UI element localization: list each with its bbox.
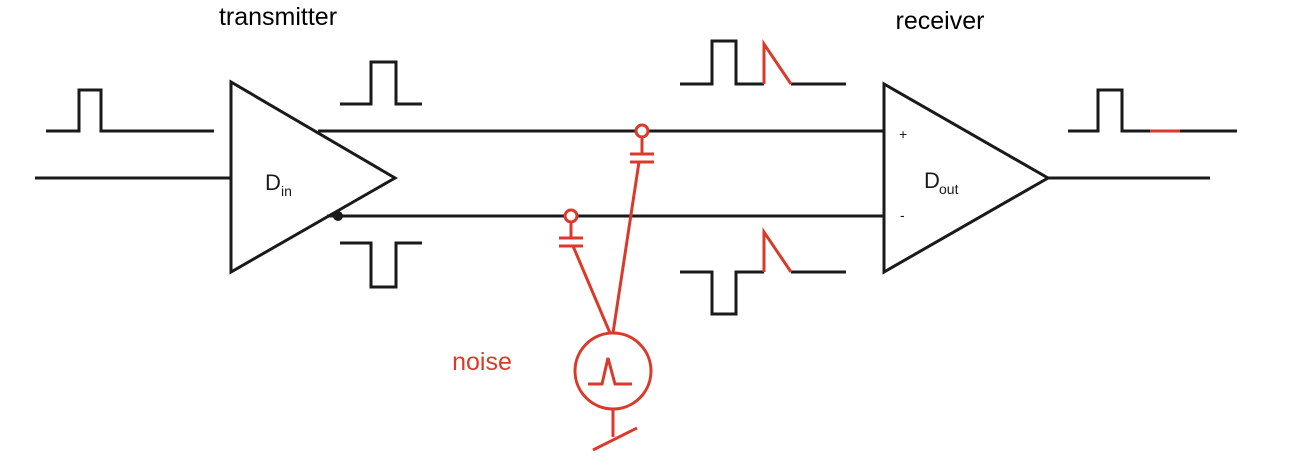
lower-coupling-wire [571, 245, 612, 334]
output-pulse-waveform [1068, 88, 1150, 133]
lower-coupling-node [563, 208, 579, 224]
upper-coupling-wire [611, 161, 641, 334]
tx-negative-pulse-waveform [340, 241, 422, 289]
tx-positive-pulse-waveform [340, 60, 422, 106]
rx-positive-pulse-waveform [680, 39, 764, 86]
receiver-label: receiver [896, 7, 985, 35]
receiver-plus-sign: + [899, 126, 907, 142]
receiver-minus-sign: - [900, 207, 905, 223]
rx-negative-noise-spike [762, 227, 793, 273]
transmitter-label: transmitter [219, 3, 337, 31]
ground-symbol [592, 426, 638, 452]
noise-source-pulse-icon [588, 357, 632, 386]
rx-negative-pulse-waveform [680, 270, 764, 316]
d-in-subscript: in [281, 183, 292, 199]
upper-coupling-node [634, 123, 650, 139]
receiver-triangle [882, 81, 1052, 275]
d-out-label: D [924, 168, 940, 193]
junction-dot [333, 211, 343, 221]
rx-positive-noise-spike [762, 39, 793, 85]
d-out-subscript: out [939, 181, 959, 197]
noise-label: noise [452, 348, 512, 376]
d-in-label: D [265, 170, 281, 195]
input-pulse-waveform [46, 88, 214, 133]
transmitter-triangle [229, 79, 398, 275]
